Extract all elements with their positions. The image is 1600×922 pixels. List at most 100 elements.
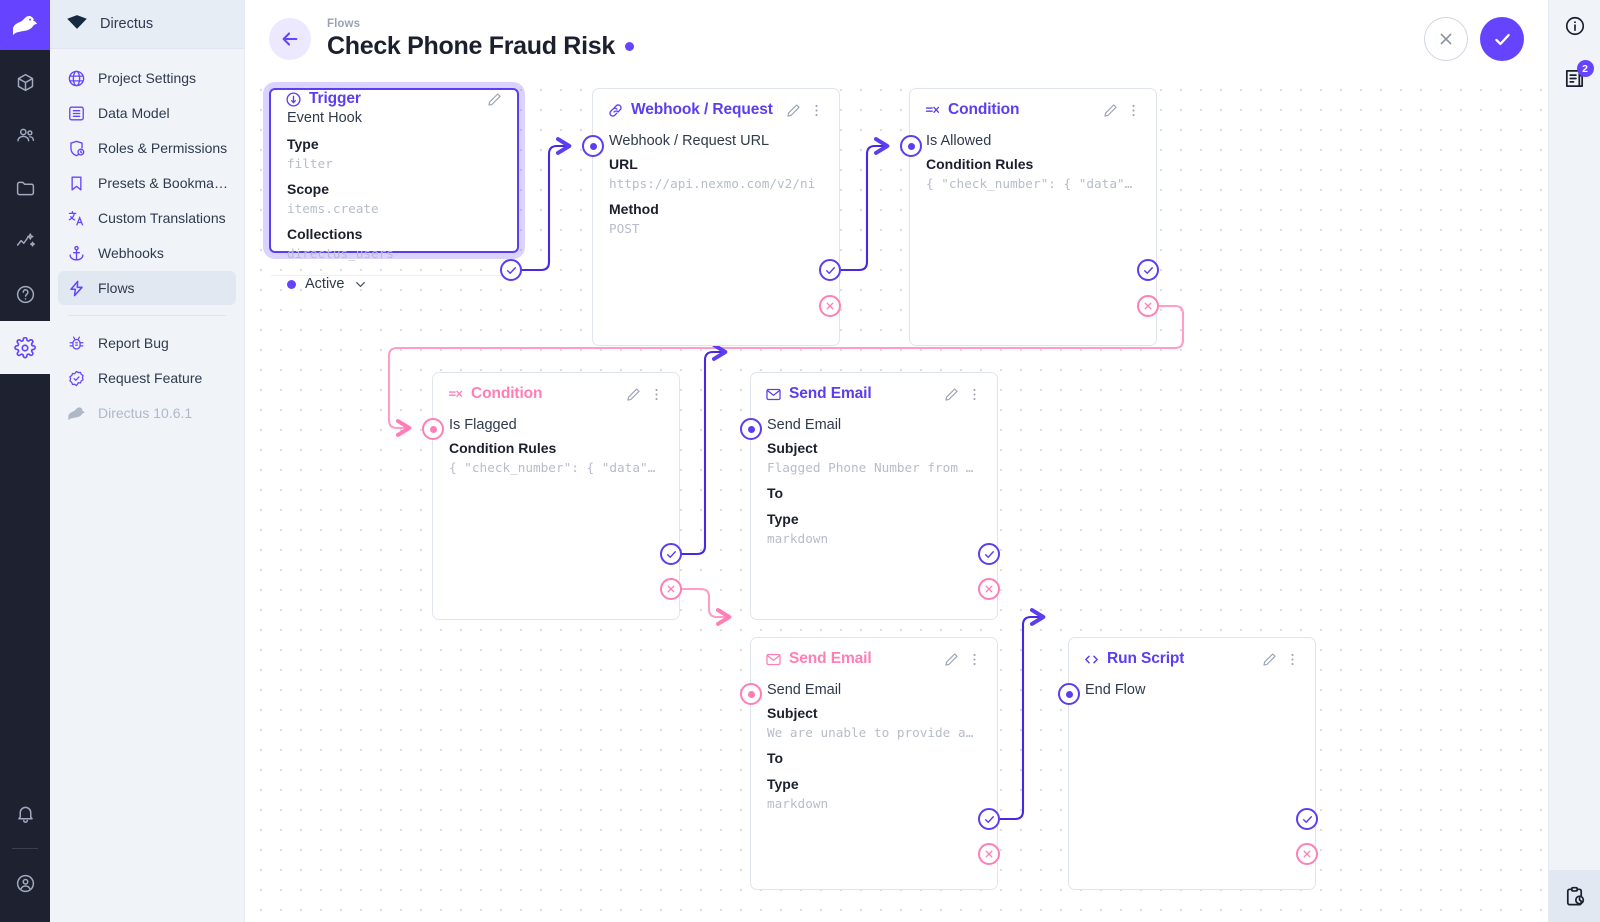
- check-badge-icon: [66, 368, 86, 388]
- condition-flagged-reject-node[interactable]: [660, 578, 682, 600]
- field-key: Scope: [287, 181, 330, 197]
- panel-operation-name: Is Flagged: [449, 417, 517, 433]
- field-key: Collections: [287, 226, 363, 242]
- edit-pencil-icon[interactable]: [943, 386, 960, 403]
- rail-item-account[interactable]: [0, 857, 50, 910]
- envelope-icon: [765, 386, 782, 403]
- webhook-input-node[interactable]: [582, 135, 604, 157]
- panel-menu-icon[interactable]: [648, 386, 665, 403]
- sidebar-item-request-feature[interactable]: Request Feature: [58, 361, 236, 395]
- sidebar-item-label: Webhooks: [98, 245, 164, 261]
- field-key: Type: [767, 776, 799, 792]
- send-email-unable-reject-node[interactable]: [978, 843, 1000, 865]
- panel-title: Send Email: [789, 385, 872, 402]
- sidebar-item-data-model[interactable]: Data Model: [58, 96, 236, 130]
- logs-receipt-icon[interactable]: 2: [1549, 52, 1600, 104]
- project-header[interactable]: Directus: [50, 0, 244, 49]
- sidebar-item-custom-translations[interactable]: Custom Translations: [58, 201, 236, 235]
- run-script-input-node[interactable]: [1058, 683, 1080, 705]
- panel-tools: [943, 651, 983, 668]
- field-value: { "check_number": { "data"…: [449, 460, 656, 475]
- flow-panel-webhook[interactable]: Webhook / Request U Webhook / Request UR…: [592, 88, 840, 346]
- panel-menu-icon[interactable]: [966, 386, 983, 403]
- sidebar-item-roles-permissions[interactable]: Roles & Permissions: [58, 131, 236, 165]
- condition-flagged-input-node[interactable]: [422, 418, 444, 440]
- panel-operation-name: Webhook / Request URL: [609, 133, 770, 149]
- save-button[interactable]: [1480, 17, 1524, 61]
- rail-item-docs[interactable]: [0, 268, 50, 321]
- send-email-flagged-reject-node[interactable]: [978, 578, 1000, 600]
- condition-icon: [447, 386, 464, 403]
- rail-item-insights[interactable]: [0, 215, 50, 268]
- panel-menu-icon[interactable]: [1125, 102, 1142, 119]
- condition-allowed-resolve-node[interactable]: [1137, 259, 1159, 281]
- run-script-reject-node[interactable]: [1296, 843, 1318, 865]
- sidebar-item-label: Project Settings: [98, 70, 197, 86]
- lightning-icon: [66, 278, 86, 298]
- activity-clipboard-clock-icon[interactable]: [1548, 870, 1600, 922]
- panel-tools: [785, 102, 825, 119]
- info-circle-icon[interactable]: [1549, 0, 1600, 52]
- sidebar-item-report-bug[interactable]: Report Bug: [58, 326, 236, 360]
- panel-menu-icon[interactable]: [966, 651, 983, 668]
- flow-panel-condition-flagged[interactable]: Condition Is Flagged Condition Rules { "…: [432, 372, 680, 620]
- panel-tools: [486, 91, 503, 108]
- right-sidebar: 2: [1548, 0, 1600, 922]
- rail-item-notifications[interactable]: [0, 787, 50, 840]
- trigger-resolve-node[interactable]: [500, 259, 522, 281]
- chevron-down-icon[interactable]: [354, 278, 367, 291]
- panel-operation-name: Event Hook: [287, 110, 362, 126]
- flow-panel-run-script[interactable]: Run Script End Flow: [1068, 637, 1316, 890]
- condition-allowed-input-node[interactable]: [900, 135, 922, 157]
- trigger-status-bar[interactable]: Active: [271, 275, 517, 292]
- sidebar-item-webhooks[interactable]: Webhooks: [58, 236, 236, 270]
- send-email-flagged-input-node[interactable]: [740, 418, 762, 440]
- panel-title: Trigger: [309, 90, 361, 107]
- flow-grid-canvas[interactable]: Trigger Event Hook Type filter Scope ite…: [245, 78, 1548, 922]
- rail-item-content[interactable]: [0, 56, 50, 109]
- edit-pencil-icon[interactable]: [625, 386, 642, 403]
- flow-panel-trigger[interactable]: Trigger Event Hook Type filter Scope ite…: [269, 88, 519, 292]
- rail-item-users[interactable]: [0, 109, 50, 162]
- bug-icon: [66, 333, 86, 353]
- back-button[interactable]: [269, 18, 311, 60]
- condition-allowed-reject-node[interactable]: [1137, 295, 1159, 317]
- condition-flagged-resolve-node[interactable]: [660, 543, 682, 565]
- field-key: To: [767, 750, 784, 766]
- panel-body: Is Allowed Condition Rules { "check_numb…: [910, 131, 1156, 205]
- flow-panel-send-email-flagged[interactable]: Send Email Send Email Subject Flagged Ph…: [750, 372, 998, 620]
- panel-header: Run Script: [1069, 638, 1315, 680]
- edit-pencil-icon[interactable]: [1102, 102, 1119, 119]
- flow-panel-condition-allowed[interactable]: Condition Is Allowed Condition Rules { "…: [909, 88, 1157, 346]
- send-email-unable-resolve-node[interactable]: [978, 808, 1000, 830]
- edit-pencil-icon[interactable]: [943, 651, 960, 668]
- sidebar-item-label: Roles & Permissions: [98, 140, 228, 156]
- rail-item-settings[interactable]: [0, 321, 50, 374]
- sidebar-item-flows[interactable]: Flows: [58, 271, 236, 305]
- field-key: Method: [609, 201, 659, 217]
- send-email-unable-input-node[interactable]: [740, 683, 762, 705]
- webhook-reject-node[interactable]: [819, 295, 841, 317]
- breadcrumb[interactable]: Flows: [327, 18, 361, 30]
- field-key: Subject: [767, 705, 818, 721]
- panel-header: Condition: [910, 89, 1156, 131]
- panel-title: Run Script: [1107, 650, 1185, 667]
- rail-item-files[interactable]: [0, 162, 50, 215]
- page-title: Check Phone Fraud Risk: [327, 32, 615, 60]
- panel-menu-icon[interactable]: [808, 102, 825, 119]
- panel-title: Send Email: [789, 650, 872, 667]
- send-email-flagged-resolve-node[interactable]: [978, 543, 1000, 565]
- webhook-resolve-node[interactable]: [819, 259, 841, 281]
- panel-menu-icon[interactable]: [1284, 651, 1301, 668]
- run-script-resolve-node[interactable]: [1296, 808, 1318, 830]
- settings-sidebar: Directus Project Settings Data Model Rol…: [50, 0, 245, 922]
- edit-pencil-icon[interactable]: [785, 102, 802, 119]
- edit-pencil-icon[interactable]: [1261, 651, 1278, 668]
- edit-pencil-icon[interactable]: [486, 91, 503, 108]
- sidebar-item-project-settings[interactable]: Project Settings: [58, 61, 236, 95]
- rail-icon-list: [0, 50, 50, 374]
- sidebar-item-presets-bookmarks[interactable]: Presets & Bookmar...: [58, 166, 236, 200]
- flow-panel-send-email-unable[interactable]: Send Email Send Email Subject We are una…: [750, 637, 998, 890]
- directus-rabbit-logo-icon[interactable]: [0, 0, 50, 50]
- cancel-button[interactable]: [1424, 17, 1468, 61]
